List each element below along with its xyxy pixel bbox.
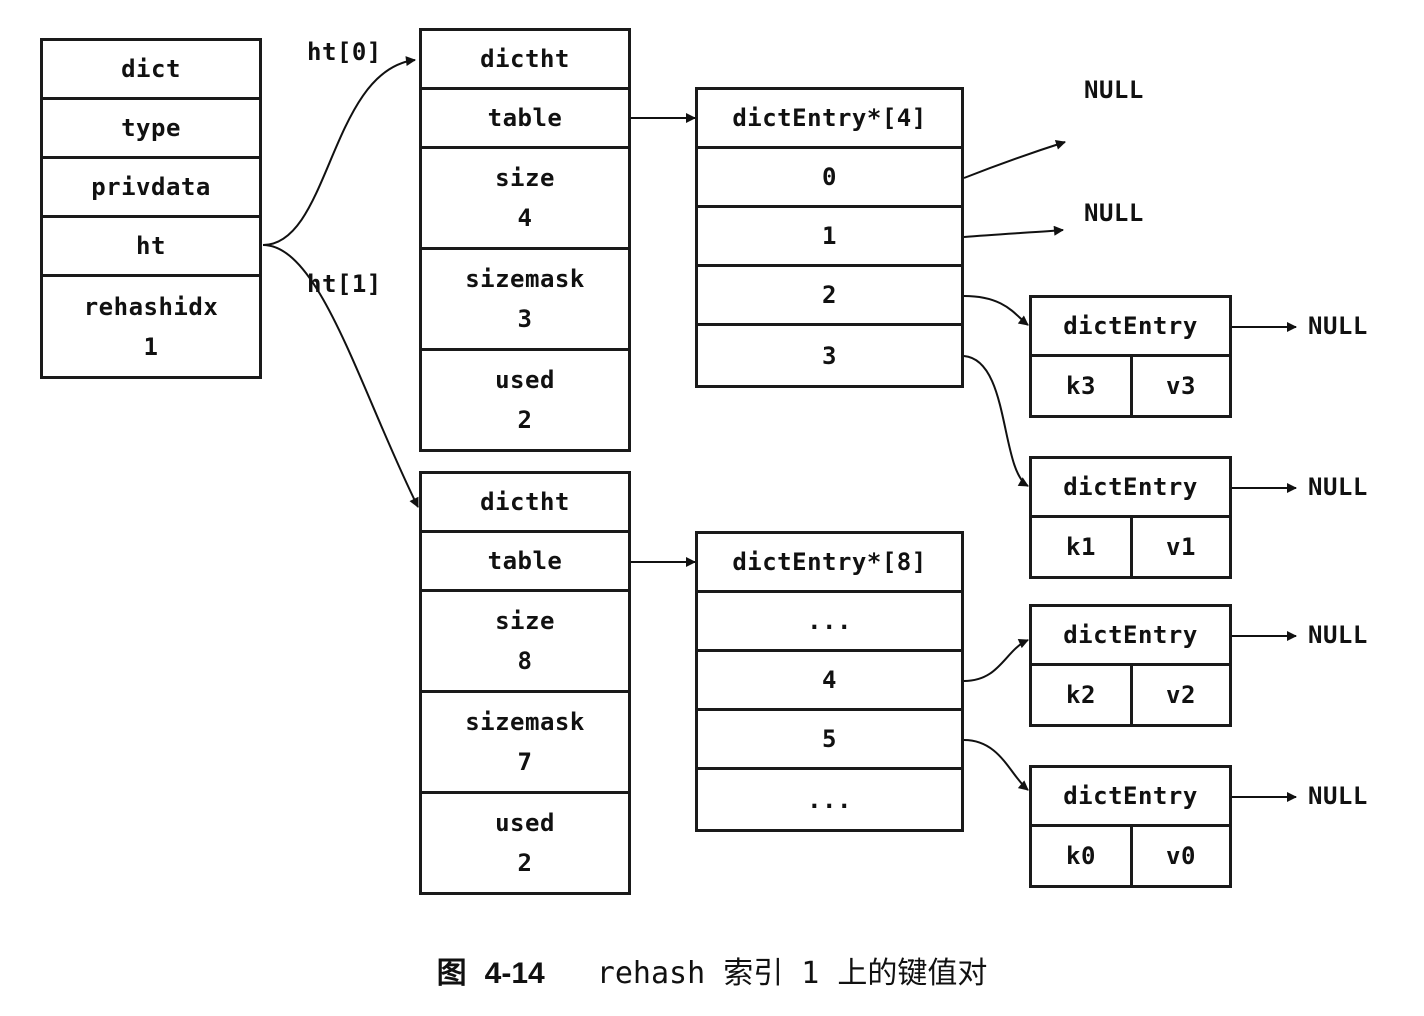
dictht0-used-label: used	[495, 366, 555, 394]
array1-title: dictEntry*[8]	[732, 548, 927, 576]
dictht0-sizemask-value: 3	[517, 305, 533, 333]
dictht1-title: dictht	[480, 488, 570, 516]
arrow-ht0	[262, 56, 416, 246]
entry-key: k3	[1066, 372, 1096, 400]
caption-text: rehash 索引 1 上的键值对	[596, 956, 988, 991]
dict-ht-cell: ht	[40, 215, 262, 277]
entry-key: k1	[1066, 533, 1096, 561]
entry-next-null-label: NULL	[1308, 782, 1368, 810]
array0-slot: 0	[695, 146, 964, 208]
dictht1-sizemask-label: sizemask	[465, 708, 585, 736]
figure-caption: 图 4-14 rehash 索引 1 上的键值对	[0, 948, 1424, 992]
dictht0-sizemask-cell: sizemask 3	[419, 247, 631, 351]
entry-title-cell: dictEntry	[1029, 765, 1232, 827]
dict-title: dict	[121, 55, 181, 83]
entry-value-cell: v1	[1130, 515, 1232, 579]
dictht0-table-label: table	[487, 104, 563, 132]
dictht1-used-cell: used 2	[419, 791, 631, 895]
array1-slot: ...	[695, 767, 964, 832]
entry-title: dictEntry	[1063, 312, 1198, 340]
caption-number: 4-14	[484, 957, 545, 990]
entry-value: v2	[1166, 681, 1196, 709]
entry-value: v1	[1166, 533, 1196, 561]
array0-slot-index: 1	[822, 222, 837, 250]
entry-key: k0	[1066, 842, 1096, 870]
entry-value-cell: v3	[1130, 354, 1232, 418]
dictht0-size-cell: size 4	[419, 146, 631, 250]
dictht0-title: dictht	[480, 45, 570, 73]
entry-value: v3	[1166, 372, 1196, 400]
dictht1-size-value: 8	[517, 647, 533, 675]
array0-slot: 3	[695, 323, 964, 388]
dictht0-sizemask-label: sizemask	[465, 265, 585, 293]
array1-slot-index: ...	[807, 607, 852, 635]
arrow-slot5-entry	[963, 739, 1029, 791]
dictht0-title-cell: dictht	[419, 28, 631, 90]
arrow-slot0-null	[963, 139, 1066, 179]
null-label: NULL	[1084, 199, 1144, 227]
entry-key-cell: k3	[1029, 354, 1133, 418]
entry-next-null-label: NULL	[1308, 312, 1368, 340]
array0-title: dictEntry*[4]	[732, 104, 927, 132]
entry-key: k2	[1066, 681, 1096, 709]
arrow-ht1	[262, 244, 419, 508]
arrow-slot4-entry	[963, 639, 1029, 682]
dictht1-used-label: used	[495, 809, 555, 837]
arrow-slot2-entry	[963, 295, 1029, 326]
dictht1-used-value: 2	[517, 849, 533, 877]
dictht1-size-label: size	[495, 607, 555, 635]
array1-slot-index: 5	[822, 725, 837, 753]
dict-rehashidx-value: 1	[143, 332, 159, 361]
dictht0-size-value: 4	[517, 204, 533, 232]
entry-title: dictEntry	[1063, 473, 1198, 501]
entry-next-null-label: NULL	[1308, 473, 1368, 501]
arrow-slot3-entry	[963, 355, 1029, 487]
array1-slot: ...	[695, 590, 964, 652]
dict-ht-label: ht	[136, 232, 166, 260]
dictht0-used-value: 2	[517, 406, 533, 434]
entry-title: dictEntry	[1063, 621, 1198, 649]
entry-next-null-label: NULL	[1308, 621, 1368, 649]
array0-slot-index: 0	[822, 163, 837, 191]
dict-privdata-label: privdata	[91, 173, 211, 201]
entry-title-cell: dictEntry	[1029, 456, 1232, 518]
entry-title: dictEntry	[1063, 782, 1198, 810]
dict-title-cell: dict	[40, 38, 262, 100]
array0-slot-index: 2	[822, 281, 837, 309]
dictht0-size-label: size	[495, 164, 555, 192]
array1-title-cell: dictEntry*[8]	[695, 531, 964, 593]
caption-prefix: 图	[436, 956, 467, 991]
dictht1-sizemask-value: 7	[517, 748, 533, 776]
dict-rehashidx-cell: rehashidx 1	[40, 274, 262, 379]
array1-slot-index: ...	[807, 785, 852, 814]
dict-privdata-cell: privdata	[40, 156, 262, 218]
array0-slot-index: 3	[822, 341, 837, 370]
dict-type-label: type	[121, 114, 181, 142]
ht0-pointer-label: ht[0]	[307, 38, 382, 66]
dictht1-table-label: table	[487, 547, 563, 575]
entry-value-cell: v2	[1130, 663, 1232, 727]
entry-value-cell: v0	[1130, 824, 1232, 888]
dictht1-table-cell: table	[419, 530, 631, 592]
dict-rehashidx-label: rehashidx	[83, 292, 219, 321]
dictht0-used-cell: used 2	[419, 348, 631, 452]
arrow-slot1-null	[963, 225, 1064, 238]
array1-slot-index: 4	[822, 666, 837, 694]
entry-value: v0	[1166, 842, 1196, 870]
null-label: NULL	[1084, 76, 1144, 104]
